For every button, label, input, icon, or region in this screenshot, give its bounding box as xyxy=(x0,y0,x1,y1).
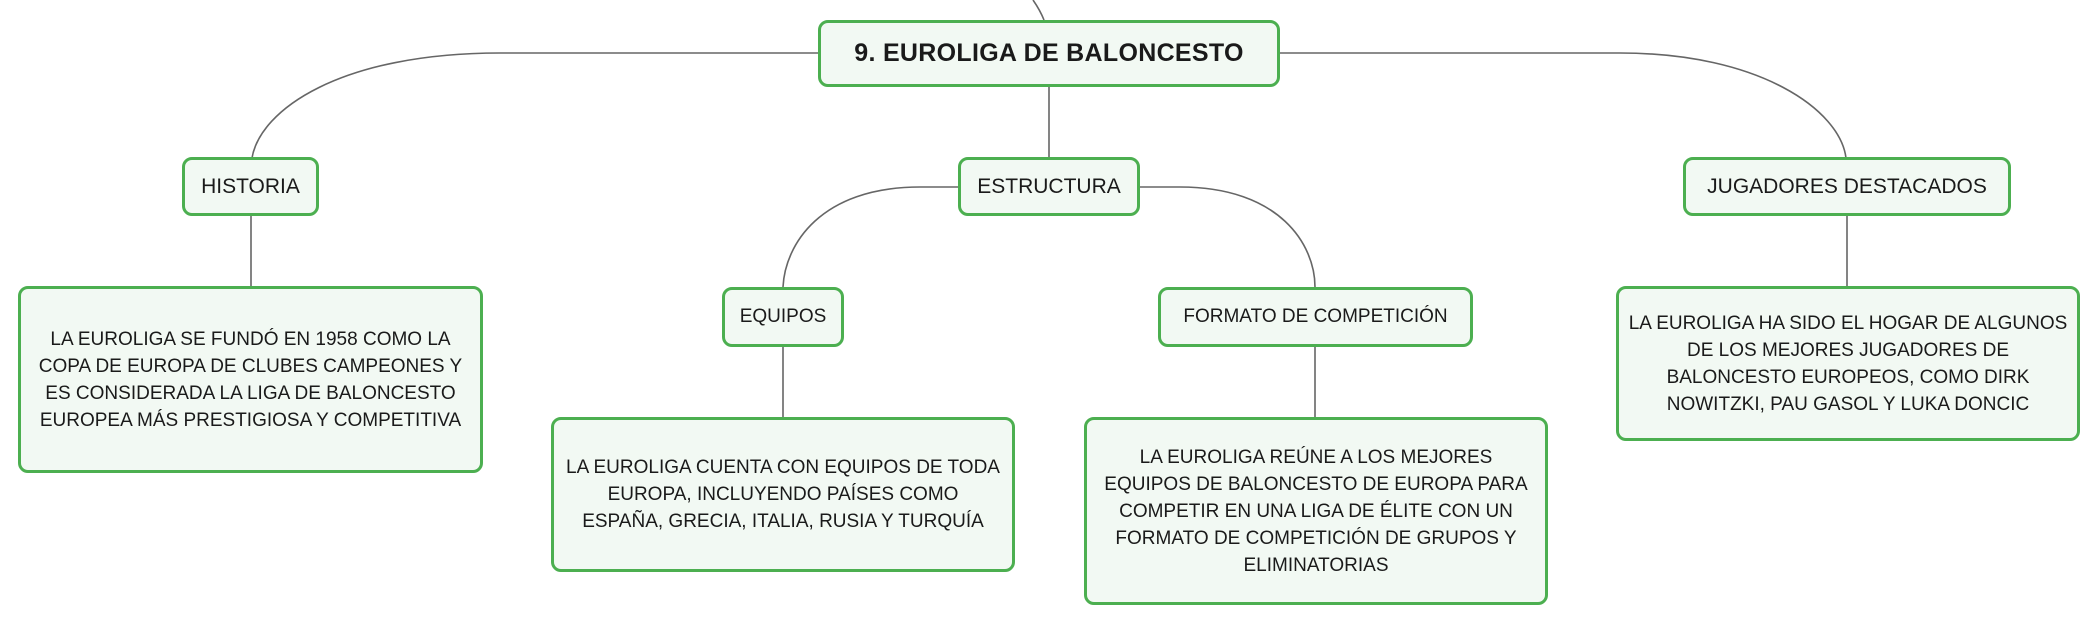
detail-equipos[interactable]: LA EUROLIGA CUENTA CON EQUIPOS DE TODA E… xyxy=(551,417,1015,572)
connector-estructura-to-equipos xyxy=(782,186,960,288)
detail-formato-de-competicion[interactable]: LA EUROLIGA REÚNE A LOS MEJORES EQUIPOS … xyxy=(1084,417,1548,605)
root-topic-node[interactable]: 9. EUROLIGA DE BALONCESTO xyxy=(818,20,1280,87)
topic-historia[interactable]: HISTORIA xyxy=(182,157,319,216)
detail-equipos-text: LA EUROLIGA CUENTA CON EQUIPOS DE TODA E… xyxy=(566,457,1000,532)
topic-estructura-label: ESTRUCTURA xyxy=(977,174,1121,198)
detail-historia[interactable]: LA EUROLIGA SE FUNDÓ EN 1958 COMO LA COP… xyxy=(18,286,483,473)
connector-root-to-jugadores xyxy=(1280,52,1847,159)
detail-formato-text: LA EUROLIGA REÚNE A LOS MEJORES EQUIPOS … xyxy=(1104,446,1528,576)
topic-jugadores-destacados[interactable]: JUGADORES DESTACADOS xyxy=(1683,157,2011,216)
detail-jugadores-destacados[interactable]: LA EUROLIGA HA SIDO EL HOGAR DE ALGUNOS … xyxy=(1616,286,2080,441)
connector-root-to-historia xyxy=(251,52,818,159)
root-topic-label: 9. EUROLIGA DE BALONCESTO xyxy=(854,39,1244,67)
subtopic-formato-de-competicion[interactable]: FORMATO DE COMPETICIÓN xyxy=(1158,287,1473,347)
topic-historia-label: HISTORIA xyxy=(201,174,300,198)
connector-estructura-to-formato xyxy=(1138,186,1316,288)
topic-jugadores-label: JUGADORES DESTACADOS xyxy=(1707,174,1987,198)
connector-parent-to-root xyxy=(1032,0,1045,21)
topic-estructura[interactable]: ESTRUCTURA xyxy=(958,157,1140,216)
detail-jugadores-text: LA EUROLIGA HA SIDO EL HOGAR DE ALGUNOS … xyxy=(1628,312,2068,415)
detail-historia-text: LA EUROLIGA SE FUNDÓ EN 1958 COMO LA COP… xyxy=(38,328,463,431)
subtopic-equipos[interactable]: EQUIPOS xyxy=(722,287,844,347)
subtopic-formato-label: FORMATO DE COMPETICIÓN xyxy=(1183,306,1448,327)
subtopic-equipos-label: EQUIPOS xyxy=(739,306,827,327)
